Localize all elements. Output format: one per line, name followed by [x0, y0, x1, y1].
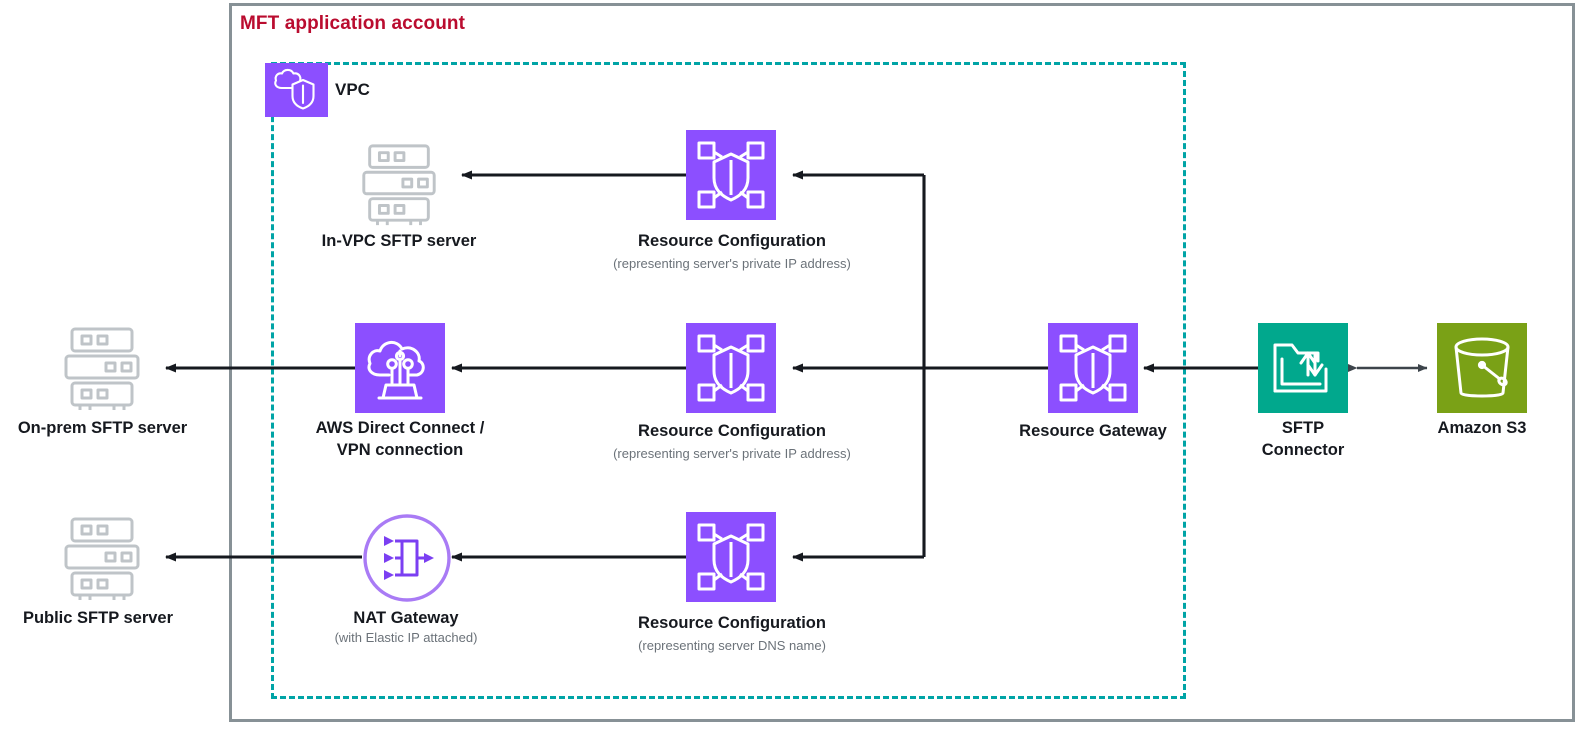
on-prem-sftp-server-node — [58, 323, 146, 418]
resource-configuration-icon — [697, 334, 765, 402]
resource-gateway-icon — [1059, 334, 1127, 402]
s3-bucket-icon — [1454, 337, 1510, 398]
nat-gateway-sublabel: (with Elastic IP attached) — [334, 630, 478, 645]
nat-gateway-node — [362, 513, 452, 608]
resource-config-mid-label: Resource Configuration — [638, 422, 826, 440]
resource-configuration-icon — [697, 523, 765, 591]
sftp-connector-node — [1258, 323, 1348, 413]
direct-connect-vpn-label: AWS Direct Connect / VPN connection — [315, 419, 485, 459]
resource-configuration-icon — [697, 141, 765, 209]
server-rack-icon — [64, 327, 140, 410]
public-sftp-server-node — [58, 513, 146, 608]
sftp-connector-icon — [1273, 343, 1328, 393]
server-rack-icon — [362, 144, 436, 226]
resource-config-bottom-label: Resource Configuration — [638, 614, 826, 632]
vpc-boundary — [271, 62, 1186, 699]
resource-gateway-label: Resource Gateway — [1019, 422, 1167, 440]
resource-config-mid-node — [686, 323, 776, 413]
account-boundary — [229, 3, 1575, 722]
nat-gateway-label: NAT Gateway — [353, 609, 459, 627]
direct-connect-vpn-node — [355, 323, 445, 413]
resource-config-bottom-node — [686, 512, 776, 602]
resource-config-mid-sublabel: (representing server's private IP addres… — [613, 446, 851, 461]
public-sftp-server-label: Public SFTP server — [22, 609, 174, 627]
on-prem-sftp-server-label: On-prem SFTP server — [17, 419, 188, 437]
resource-config-top-sublabel: (representing server's private IP addres… — [613, 256, 851, 271]
sftp-connector-label: SFTP Connector — [1261, 419, 1345, 459]
vpc-cloud-shield-icon — [265, 63, 328, 117]
server-rack-icon — [64, 517, 140, 600]
amazon-s3-node — [1437, 323, 1527, 413]
in-vpc-sftp-server-label: In-VPC SFTP server — [321, 232, 477, 250]
nat-gateway-icon — [363, 514, 451, 602]
resource-config-top-label: Resource Configuration — [638, 232, 826, 250]
vpc-label: VPC — [335, 80, 370, 99]
resource-gateway-node — [1048, 323, 1138, 413]
amazon-s3-label: Amazon S3 — [1437, 419, 1527, 437]
resource-config-bottom-sublabel: (representing server DNS name) — [638, 638, 826, 653]
in-vpc-sftp-server-node — [355, 140, 443, 233]
account-title: MFT application account — [240, 13, 466, 34]
direct-connect-cloud-icon — [367, 341, 425, 400]
resource-config-top-node — [686, 130, 776, 220]
